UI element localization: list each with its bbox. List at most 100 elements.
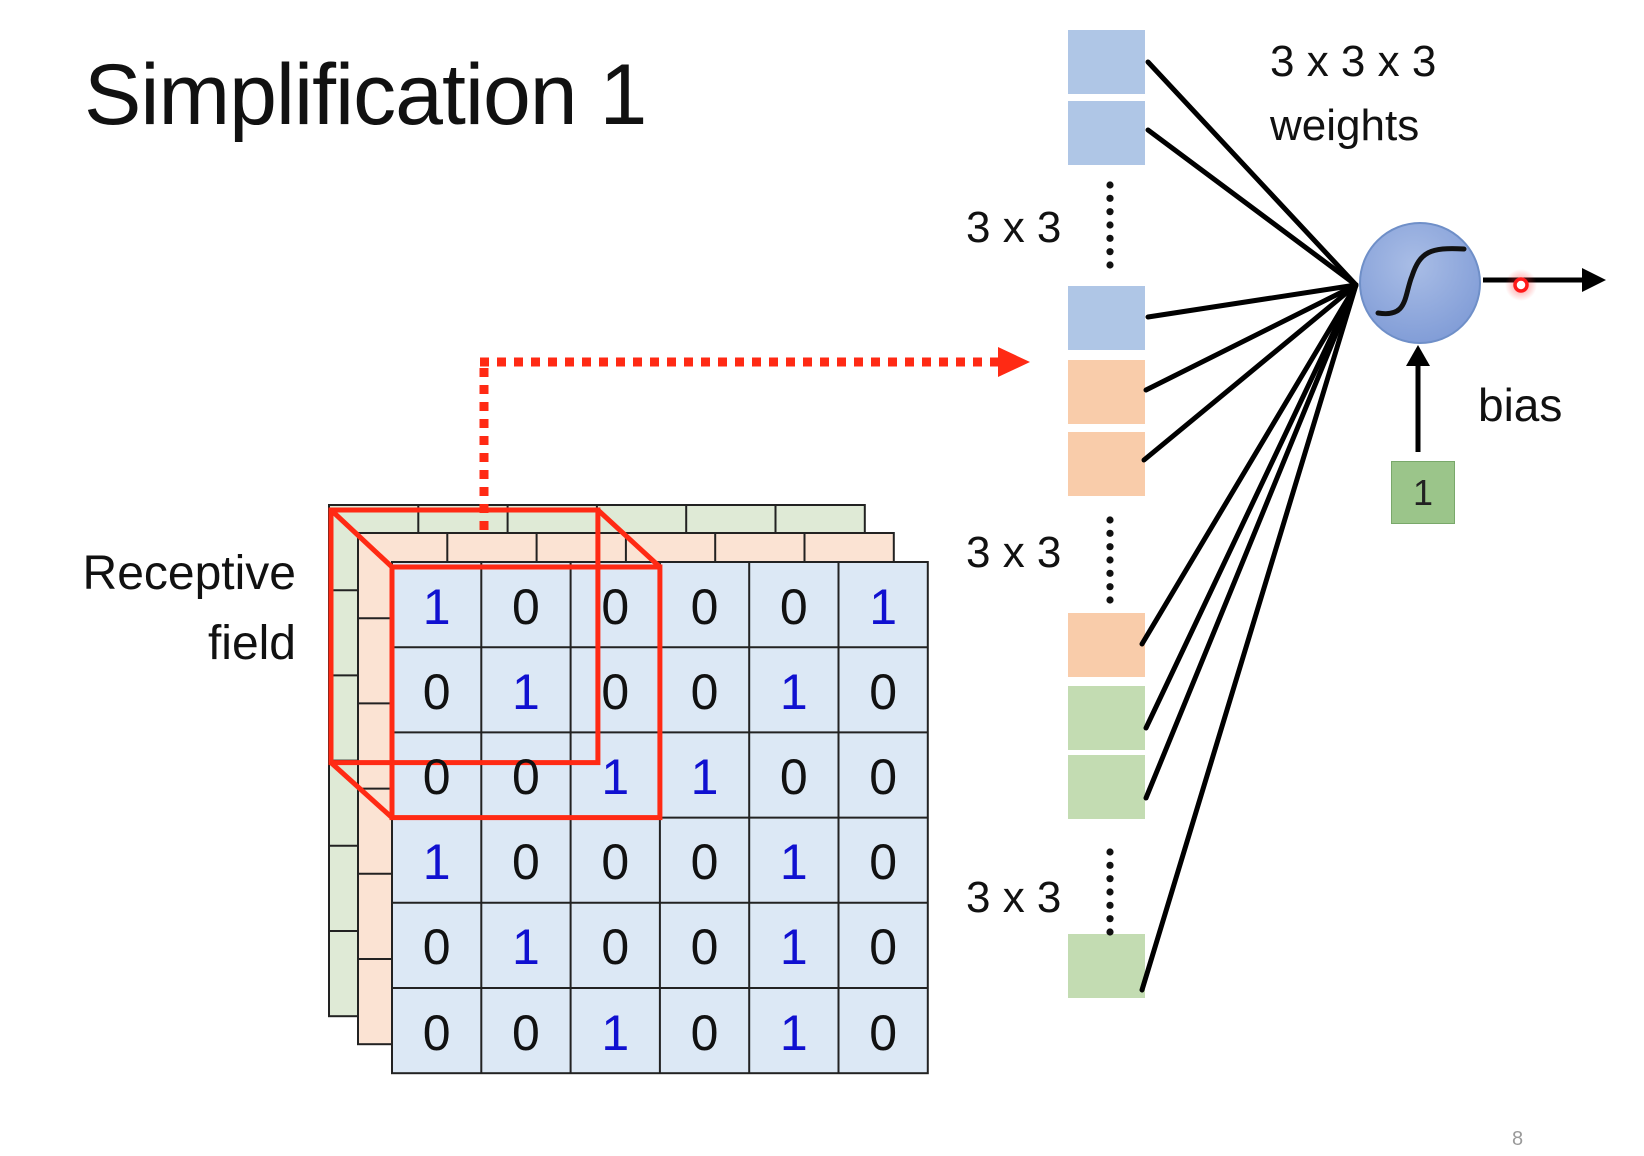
bias-arrowhead xyxy=(1406,345,1430,366)
weight-input-square-blue xyxy=(1068,286,1145,350)
cursor-dot xyxy=(1513,277,1529,293)
weight-connection-line xyxy=(1141,282,1359,463)
ellipsis-dot xyxy=(1106,583,1114,591)
receptive-field-label-line2: field xyxy=(207,617,296,670)
grid-cell-value: 0 xyxy=(512,748,540,805)
weights-label: 3 x 3 x 3 weights xyxy=(1270,30,1436,158)
receptive-box-edge xyxy=(596,508,662,569)
grid-cell-value: 1 xyxy=(601,748,630,805)
ellipsis-dot xyxy=(1106,261,1114,269)
channel-dim-label-green: 3 x 3 xyxy=(966,873,1062,922)
weight-input-square-green xyxy=(1068,686,1145,750)
receptive-box-edge xyxy=(329,760,394,820)
grid-cell-value: 1 xyxy=(422,834,451,891)
ellipsis-dot xyxy=(1106,529,1114,537)
grid-cell-value: 0 xyxy=(601,578,630,635)
weight-connection-line xyxy=(1143,282,1359,731)
receptive-box-back-face xyxy=(328,507,601,766)
ellipsis-dot xyxy=(1106,543,1114,551)
grid-cell-value: 0 xyxy=(690,578,719,635)
grid-cell-value: 1 xyxy=(869,578,898,635)
ellipsis-dot xyxy=(1106,234,1114,242)
grid-cell-value: 0 xyxy=(869,1004,898,1061)
weight-input-square-blue xyxy=(1068,30,1145,94)
sigmoid-icon xyxy=(1375,246,1467,317)
grid-cell-value: 0 xyxy=(512,834,540,891)
weight-input-square-orange xyxy=(1068,360,1145,424)
grid-cell-value: 0 xyxy=(869,834,898,891)
grid-cell-value: 1 xyxy=(779,1004,808,1061)
receptive-field-box xyxy=(328,507,663,821)
weight-connection-line xyxy=(1145,59,1359,288)
ellipsis-dot xyxy=(1106,208,1114,216)
grid-cell-value: 1 xyxy=(779,663,808,720)
neuron xyxy=(1359,222,1606,452)
grid-cell-value: 0 xyxy=(601,919,630,976)
ellipsis-dot xyxy=(1106,915,1114,923)
weight-input-square-orange xyxy=(1068,613,1145,677)
grid-cell-value: 0 xyxy=(601,663,630,720)
ellipsis-dot xyxy=(1106,928,1114,936)
weights-label-text: weights xyxy=(1270,100,1420,150)
channel-dim-label-orange: 3 x 3 xyxy=(966,528,1062,577)
ellipsis-dot xyxy=(1106,875,1114,883)
weight-connection-line xyxy=(1143,282,1359,801)
weight-connections xyxy=(1139,59,1359,993)
channel-dim-label-blue: 3 x 3 xyxy=(966,203,1062,252)
weight-connection-line xyxy=(1143,282,1359,393)
ellipsis-dot xyxy=(1106,221,1114,229)
grid-cell-value: 0 xyxy=(512,578,540,635)
receptive-box-edge xyxy=(329,508,394,569)
grid-cell-value: 0 xyxy=(422,1004,451,1061)
weights-label-dims: 3 x 3 x 3 xyxy=(1270,37,1437,86)
grid-cell-value: 0 xyxy=(422,663,451,720)
weight-connection-line xyxy=(1139,282,1359,993)
grid-cell-value: 1 xyxy=(690,748,719,805)
bias-input-box: 1 xyxy=(1391,461,1455,524)
neuron-circle xyxy=(1359,222,1481,344)
weight-input-square-blue xyxy=(1068,101,1145,165)
receptive-field-connector-arrow xyxy=(479,347,1030,530)
slide-title: Simplification 1 xyxy=(84,47,647,143)
page-number: 8 xyxy=(1512,1128,1524,1150)
grid-cell-value: 0 xyxy=(690,1004,719,1061)
grid-cell-value: 0 xyxy=(869,919,898,976)
ellipsis-dot xyxy=(1106,248,1114,256)
output-arrowhead xyxy=(1582,268,1606,292)
ellipsis-dot xyxy=(1106,861,1114,869)
ellipsis-dot xyxy=(1106,556,1114,564)
ellipsis-dot xyxy=(1106,569,1114,577)
ellipsis-dot xyxy=(1106,901,1114,909)
grid-cell-value: 1 xyxy=(779,919,808,976)
connector-arrowhead xyxy=(998,347,1030,377)
weight-connection-line xyxy=(1139,282,1359,647)
ellipsis-dot xyxy=(1106,194,1114,202)
receptive-box-front-face xyxy=(389,564,663,821)
bias-label: bias xyxy=(1478,379,1563,431)
grid-cell-value: 1 xyxy=(512,663,540,720)
ellipsis-dot xyxy=(1106,848,1114,856)
ellipsis-dot xyxy=(1106,888,1114,896)
weight-input-square-green xyxy=(1068,934,1145,998)
flattened-input-column xyxy=(1068,30,1145,998)
grid-cell-value: 0 xyxy=(690,663,719,720)
grid-cell-value: 1 xyxy=(422,578,451,635)
ellipsis-dot xyxy=(1106,181,1114,189)
grid-cell-value: 0 xyxy=(779,748,808,805)
grid-cell-value: 0 xyxy=(422,748,451,805)
grid-cell-value: 0 xyxy=(869,663,898,720)
grid-cell-value: 0 xyxy=(601,834,630,891)
grid-cell-value: 1 xyxy=(779,834,808,891)
grid-cell-value: 0 xyxy=(869,748,898,805)
grid-cell-value: 0 xyxy=(690,834,719,891)
grid-cell-value: 1 xyxy=(601,1004,630,1061)
receptive-field-label-line1: Receptive xyxy=(82,547,296,600)
grid-cell-value: 0 xyxy=(690,919,719,976)
grid-cell-value: 0 xyxy=(512,1004,540,1061)
ellipsis-dot xyxy=(1106,516,1114,524)
grid-cell-value: 0 xyxy=(422,919,451,976)
grid-cell-value: 0 xyxy=(779,578,808,635)
ellipsis-dot xyxy=(1106,596,1114,604)
